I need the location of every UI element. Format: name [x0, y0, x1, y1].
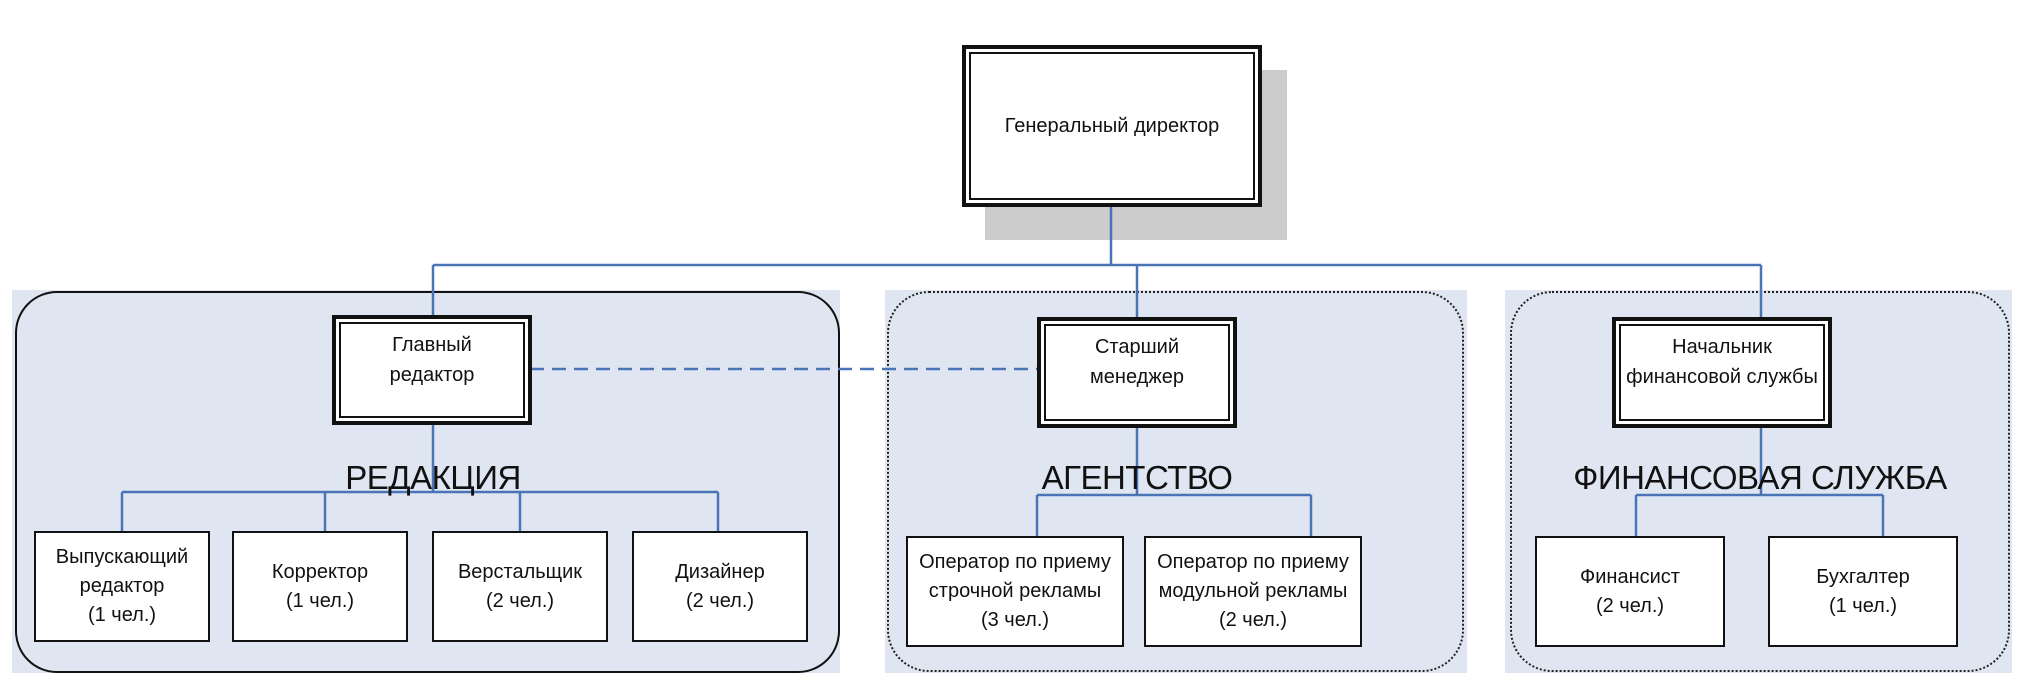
- member-line: Корректор: [271, 560, 369, 583]
- head-line: редактор: [389, 364, 475, 386]
- member-line: (2 чел.): [485, 589, 555, 612]
- head-line: менеджер: [1090, 366, 1184, 388]
- group-redaktsiya-border: [15, 291, 840, 673]
- member-line: (1 чел.): [87, 604, 157, 626]
- head-line: Главный: [392, 334, 472, 356]
- member-line: (2 чел.): [685, 589, 755, 612]
- member-line: Верстальщик: [457, 560, 583, 583]
- member-line: Оператор по приему: [919, 551, 1111, 573]
- member-box-layout-designer: Верстальщик (2 чел.): [432, 531, 608, 642]
- member-line: строчной рекламы: [928, 580, 1102, 602]
- member-line: Финансист: [1580, 565, 1680, 588]
- director-title: Генеральный директор: [1004, 115, 1220, 137]
- group-title-finance: ФИНАНСОВАЯ СЛУЖБА: [1573, 459, 1947, 496]
- member-box-accountant: Бухгалтер (1 чел.): [1768, 536, 1958, 647]
- member-box-module-ads-operator: Оператор по приему модульной рекламы (2 …: [1144, 536, 1362, 647]
- head-box-finance-chief: Начальник финансовой службы: [1612, 317, 1832, 428]
- member-box-line-ads-operator: Оператор по приему строчной рекламы (3 ч…: [906, 536, 1124, 647]
- group-agentstvo-border: [887, 291, 1464, 672]
- group-title-redaktsiya: РЕДАКЦИЯ: [345, 459, 521, 496]
- member-line: (2 чел.): [1595, 594, 1665, 617]
- head-box-chief-editor: Главный редактор: [332, 315, 532, 425]
- member-line: Выпускающий: [55, 546, 189, 568]
- head-line: Начальник: [1672, 336, 1772, 358]
- member-box-release-editor: Выпускающий редактор (1 чел.): [34, 531, 210, 642]
- member-line: (2 чел.): [1218, 609, 1288, 631]
- group-title-agentstvo: АГЕНТСТВО: [1041, 459, 1233, 496]
- head-box-senior-manager: Старший менеджер: [1037, 317, 1237, 428]
- director-box: Генеральный директор: [962, 45, 1262, 207]
- member-line: (3 чел.): [980, 609, 1050, 631]
- member-line: Бухгалтер: [1816, 565, 1910, 588]
- head-line: Старший: [1094, 336, 1179, 358]
- member-line: (1 чел.): [1828, 594, 1898, 617]
- member-line: (1 чел.): [285, 589, 355, 612]
- head-line: финансовой службы: [1626, 366, 1818, 388]
- member-line: Оператор по приему: [1157, 551, 1349, 573]
- member-line: Дизайнер: [675, 560, 765, 583]
- member-box-proofreader: Корректор (1 чел.): [232, 531, 408, 642]
- member-box-designer: Дизайнер (2 чел.): [632, 531, 808, 642]
- member-line: редактор: [79, 575, 165, 597]
- member-box-financier: Финансист (2 чел.): [1535, 536, 1725, 647]
- member-line: модульной рекламы: [1158, 580, 1348, 602]
